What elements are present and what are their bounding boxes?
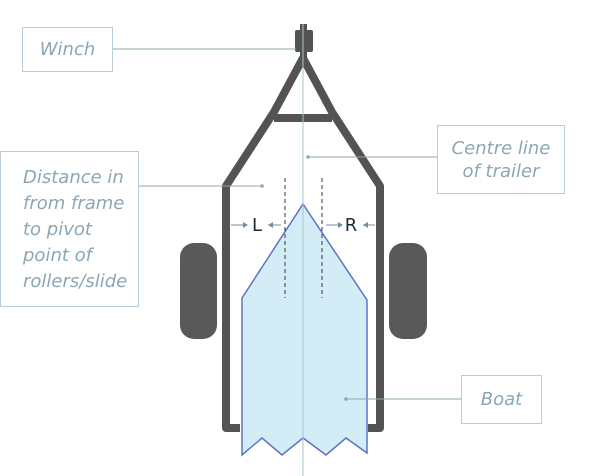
centre-line-label-line-1: Centre line bbox=[451, 138, 551, 159]
winch-callout: Winch bbox=[22, 27, 113, 72]
right-tyre bbox=[389, 243, 427, 339]
centre-line-callout: Centre line of trailer bbox=[437, 125, 565, 194]
leader-lines bbox=[113, 48, 461, 401]
winch-icon bbox=[295, 30, 313, 52]
distance-label-line-1: Distance in bbox=[23, 167, 124, 188]
left-side-label: L bbox=[252, 215, 262, 236]
distance-label-line-3: to pivot bbox=[23, 219, 92, 240]
right-distance-arrows bbox=[326, 222, 375, 228]
boat-hull bbox=[241, 202, 368, 457]
left-tyre bbox=[180, 243, 217, 339]
distance-label-line-2: from frame bbox=[23, 193, 125, 214]
distance-label-line-4: point of bbox=[23, 245, 92, 266]
right-side-label: R bbox=[345, 215, 358, 236]
boat-callout: Boat bbox=[461, 375, 542, 424]
centre-line-label-line-2: of trailer bbox=[462, 161, 540, 182]
boat-label: Boat bbox=[480, 389, 523, 410]
distance-callout: Distance in from frame to pivot point of… bbox=[0, 151, 139, 307]
left-distance-arrows bbox=[231, 222, 281, 228]
distance-label-line-5: rollers/slide bbox=[23, 271, 128, 292]
winch-label: Winch bbox=[39, 39, 96, 60]
